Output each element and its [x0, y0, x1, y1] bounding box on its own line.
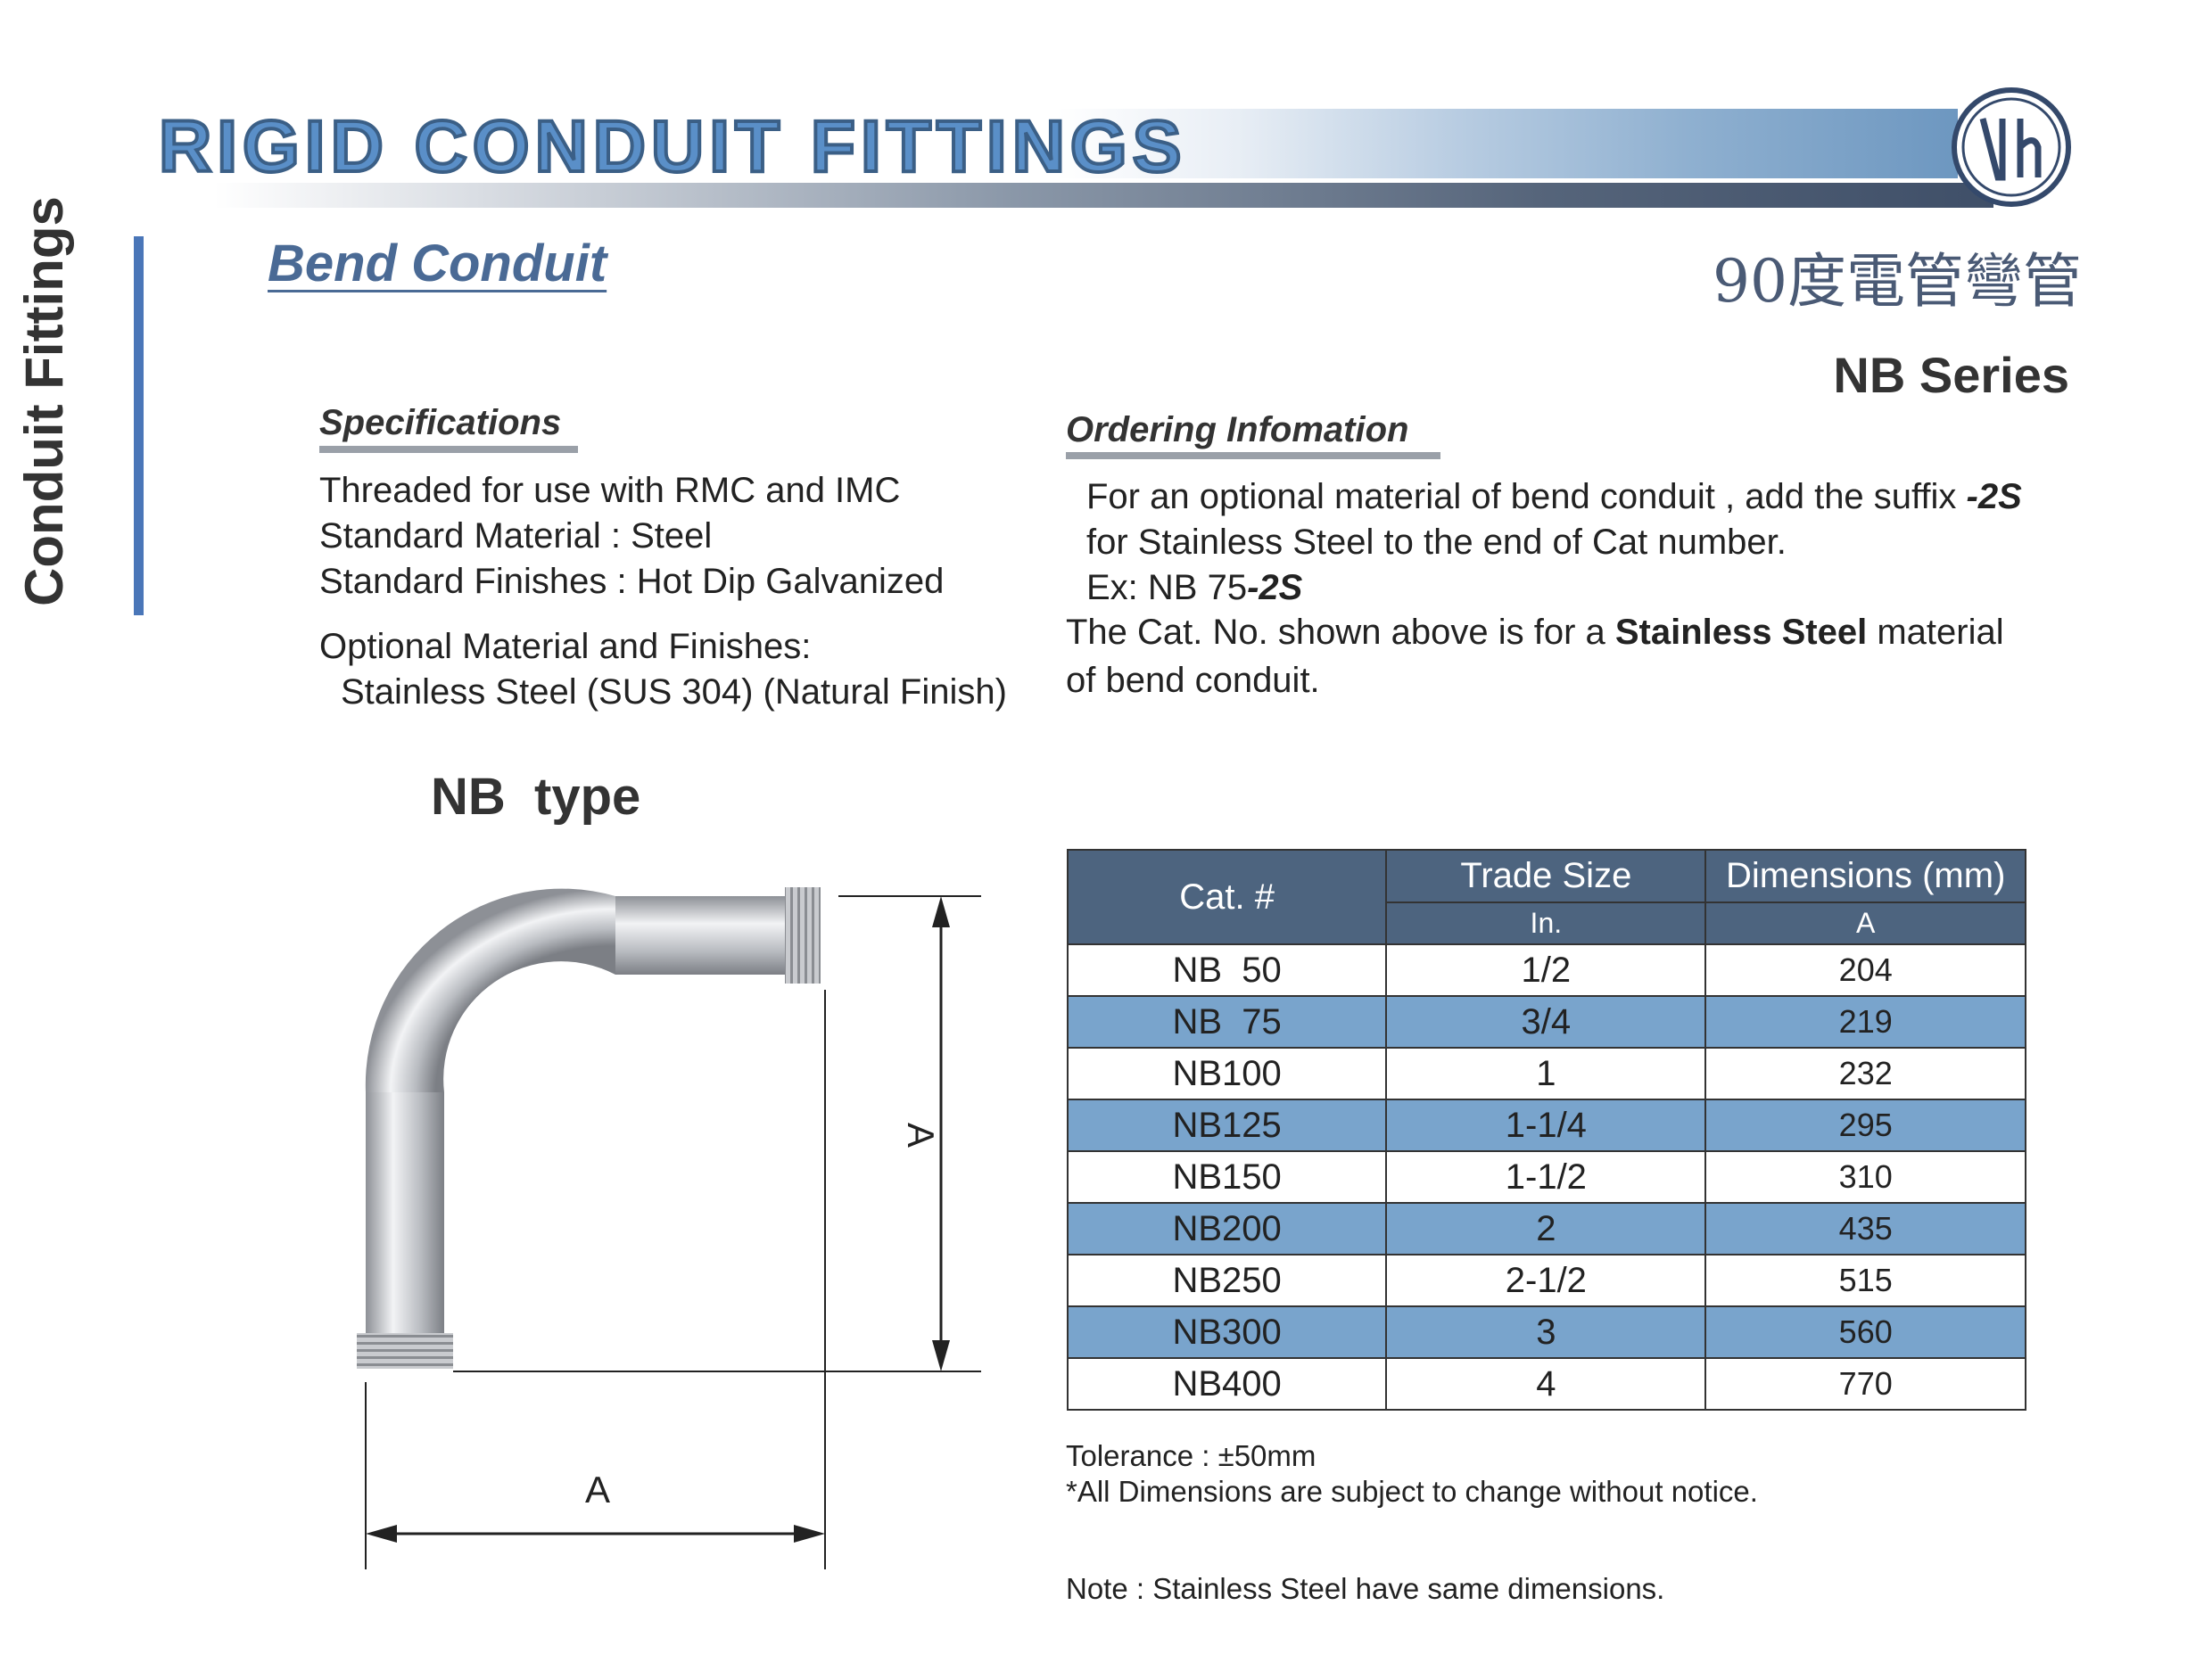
header-dimensions: Dimensions (mm)	[1704, 849, 2026, 903]
ordering-info: For an optional material of bend conduit…	[1086, 474, 2022, 611]
spec-line: Threaded for use with RMC and IMC	[319, 471, 901, 510]
bend-conduit-drawing: A A	[357, 887, 981, 1569]
cat-cell: NB200	[1066, 1202, 1388, 1255]
header-dimensions-sub: A	[1704, 901, 2026, 945]
tolerance-block: Tolerance : ±50mm *All Dimensions are su…	[1066, 1438, 1758, 1510]
product-chinese-title: 90度電管彎管	[1713, 247, 2082, 316]
spec-line: Standard Material : Steel	[319, 516, 713, 556]
cat-cell: NB400	[1066, 1357, 1388, 1411]
type-title: NB type	[431, 768, 641, 826]
size-cell: 4	[1385, 1357, 1707, 1411]
dimension-cell: 310	[1704, 1150, 2026, 1204]
size-cell: 3/4	[1385, 995, 1707, 1049]
ordering-underline	[1066, 452, 1440, 459]
optional-heading: Optional Material and Finishes:	[319, 627, 812, 666]
product-title: Bend Conduit	[268, 235, 607, 292]
specifications-heading: Specifications	[319, 403, 562, 442]
ordering-heading: Ordering Infomation	[1066, 410, 1409, 449]
dimension-label-vertical: A	[900, 1123, 942, 1148]
cat-cell: NB125	[1066, 1099, 1388, 1152]
ordering-note: The Cat. No. shown above is for a Stainl…	[1066, 613, 2004, 700]
header-trade-size: Trade Size	[1385, 849, 1707, 903]
size-cell: 1	[1385, 1047, 1707, 1100]
dimension-cell: 435	[1704, 1202, 2026, 1255]
header-underline	[214, 183, 1993, 208]
cat-cell: NB150	[1066, 1150, 1388, 1204]
dimension-cell: 515	[1704, 1254, 2026, 1307]
specifications-underline	[319, 446, 578, 453]
side-tab-label: Conduit Fittings	[14, 196, 74, 606]
size-cell: 2	[1385, 1202, 1707, 1255]
size-cell: 1-1/4	[1385, 1099, 1707, 1152]
optional-line: Stainless Steel (SUS 304) (Natural Finis…	[341, 672, 1007, 712]
header-cat: Cat. #	[1066, 849, 1388, 945]
dimension-cell: 770	[1704, 1357, 2026, 1411]
dimensions-table: Cat. # Trade Size Dimensions (mm) In. A …	[1066, 849, 2026, 1411]
cat-cell: NB300	[1066, 1305, 1388, 1359]
dimension-cell: 232	[1704, 1047, 2026, 1100]
size-cell: 2-1/2	[1385, 1254, 1707, 1307]
cat-cell: NB 75	[1066, 995, 1388, 1049]
header-banner	[156, 109, 1958, 178]
side-tab-bar	[134, 236, 144, 615]
size-cell: 1/2	[1385, 943, 1707, 997]
cat-cell: NB 50	[1066, 943, 1388, 997]
ordering-line-1: For an optional material of bend conduit…	[1086, 477, 2022, 516]
note-text: Note : Stainless Steel have same dimensi…	[1066, 1572, 1665, 1605]
vh-circle-logo-icon	[1952, 87, 2071, 207]
tolerance-text: Tolerance : ±50mm	[1066, 1439, 1316, 1472]
header-title: RIGID CONDUIT FITTINGS	[157, 104, 1187, 189]
size-cell: 1-1/2	[1385, 1150, 1707, 1204]
series-title: NB Series	[1833, 347, 2069, 403]
size-cell: 3	[1385, 1305, 1707, 1359]
header-trade-size-unit: In.	[1385, 901, 1707, 945]
dimension-cell: 560	[1704, 1305, 2026, 1359]
spec-line: Standard Finishes : Hot Dip Galvanized	[319, 562, 945, 601]
optional-material: Optional Material and Finishes: Stainles…	[319, 624, 1007, 715]
specifications-list: Threaded for use with RMC and IMC Standa…	[319, 468, 944, 605]
cat-cell: NB100	[1066, 1047, 1388, 1100]
dimension-cell: 219	[1704, 995, 2026, 1049]
ordering-example: Ex: NB 75-2S	[1086, 568, 1303, 607]
suffix-text: -2S	[1966, 477, 2022, 516]
cat-cell: NB250	[1066, 1254, 1388, 1307]
dimension-cell: 295	[1704, 1099, 2026, 1152]
ordering-line-2: for Stainless Steel to the end of Cat nu…	[1086, 523, 1787, 562]
disclaimer-text: *All Dimensions are subject to change wi…	[1066, 1475, 1758, 1508]
dimension-label-horizontal: A	[585, 1469, 610, 1511]
dimension-cell: 204	[1704, 943, 2026, 997]
